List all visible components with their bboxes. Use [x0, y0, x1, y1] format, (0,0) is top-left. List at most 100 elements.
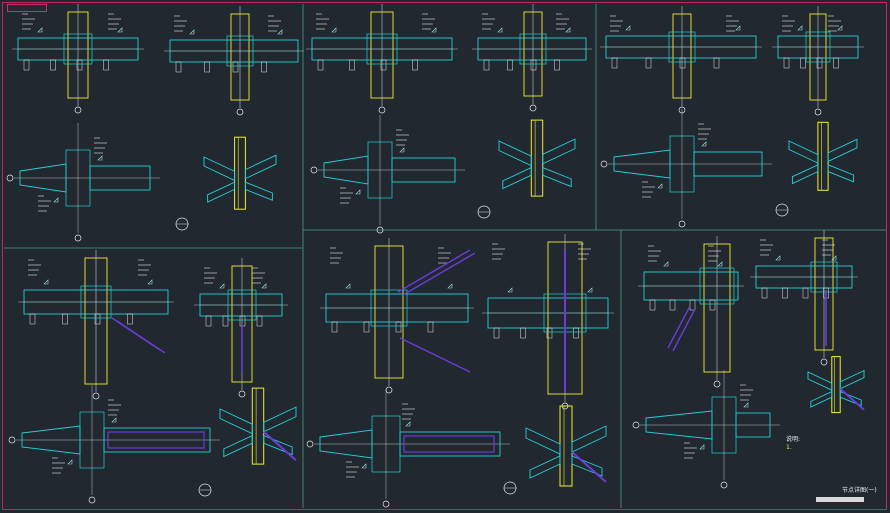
bolt-plate: [493, 327, 500, 339]
notes-heading: 说明:: [786, 436, 801, 443]
weld-symbol-icon: [277, 29, 283, 35]
bolt-plate: [645, 57, 652, 69]
weld-symbol-icon: [797, 25, 803, 31]
column-axis-bubble-icon: [306, 440, 314, 448]
column-axis-bubble-icon: [6, 174, 14, 182]
diaphragm: [805, 31, 831, 63]
column-3d: [251, 387, 265, 465]
weld-symbol-icon: [97, 155, 103, 161]
beam-3d: [827, 164, 855, 183]
sheet-number: [816, 497, 864, 502]
weld-symbol-icon: [699, 444, 705, 450]
bolt-plate: [816, 57, 823, 69]
brace-member: [399, 337, 471, 373]
bolt-plate: [94, 313, 101, 325]
column-axis-bubble-icon: [820, 358, 828, 366]
weld-symbol-icon: [117, 27, 123, 33]
bolt-plate: [782, 287, 788, 299]
brace-member: [672, 308, 696, 352]
weld-symbol-icon: [837, 25, 843, 31]
weld-symbol-icon: [831, 255, 837, 261]
bolt-plate: [679, 57, 686, 69]
bolt-plate: [23, 59, 30, 71]
beam-3d: [542, 138, 576, 165]
bolt-plate: [761, 287, 768, 299]
brace-member: [403, 435, 495, 453]
bolt-plate: [349, 59, 355, 71]
bolt-plate: [380, 59, 387, 71]
weld-symbol-icon: [497, 27, 503, 33]
bolt-plate: [317, 59, 324, 71]
beam-3d: [788, 140, 819, 164]
bolt-plate: [395, 321, 402, 333]
weld-symbol-icon: [37, 27, 43, 33]
bolt-plate: [204, 61, 210, 73]
bolt-plate: [530, 59, 537, 71]
beam-3d: [807, 371, 833, 391]
weld-symbol-icon: [147, 279, 153, 285]
weld-symbol-icon: [735, 25, 741, 31]
column-axis-bubble-icon: [678, 220, 686, 228]
bolt-plate: [611, 57, 618, 69]
bolt-plate: [175, 61, 182, 73]
brace-member: [402, 252, 476, 296]
column-axis-bubble-icon: [8, 436, 16, 444]
notes-text: 1.: [786, 444, 792, 451]
bolt-plate: [331, 321, 338, 333]
bolt-plate: [62, 313, 68, 325]
bolt-plate: [412, 59, 418, 71]
column-axis-bubble-icon: [92, 392, 100, 400]
beam-3d: [244, 181, 273, 201]
beam-3d: [529, 455, 561, 479]
column-axis-bubble-icon: [236, 108, 244, 116]
diaphragm: [226, 35, 254, 67]
bolt-plate: [713, 57, 720, 69]
brace-3d: [571, 451, 607, 483]
column-3d: [559, 405, 573, 487]
weld-symbol-icon: [775, 255, 781, 261]
weld-symbol-icon: [355, 189, 361, 195]
weld-symbol-icon: [67, 459, 73, 465]
column-axis-bubble-icon: [720, 481, 728, 489]
weld-symbol-icon: [663, 261, 669, 267]
brace-3d: [839, 388, 865, 411]
bolt-plate: [507, 59, 513, 71]
weld-symbol-icon: [345, 283, 351, 289]
bolt-plate: [256, 315, 263, 327]
bolt-plate: [649, 299, 656, 311]
title-block-tag: [7, 4, 47, 12]
brace-member: [116, 320, 166, 354]
beam-3d: [810, 390, 833, 408]
weld-symbol-icon: [331, 27, 337, 33]
beam-3d: [498, 140, 532, 167]
beam-3d: [791, 164, 819, 185]
column-axis-bubble-icon: [88, 496, 96, 504]
beam-3d: [263, 406, 297, 433]
diaphragm: [370, 289, 408, 327]
weld-symbol-icon: [701, 141, 707, 147]
bolt-plate: [689, 299, 696, 311]
bolt-plate: [520, 327, 526, 339]
beam-3d: [223, 434, 253, 458]
weld-symbol-icon: [53, 197, 59, 203]
column-3d: [817, 121, 829, 191]
bolt-plate: [546, 327, 553, 339]
bolt-plate: [783, 57, 790, 69]
weld-symbol-icon: [447, 283, 453, 289]
bolt-plate: [427, 321, 434, 333]
diaphragm: [80, 285, 112, 319]
weld-symbol-icon: [431, 27, 437, 33]
column-axis-bubble-icon: [376, 226, 384, 234]
bolt-plate: [554, 59, 560, 71]
bolt-plate: [483, 59, 490, 71]
brace-member: [397, 249, 471, 293]
beam-3d: [219, 408, 253, 435]
weld-symbol-icon: [743, 402, 749, 408]
weld-symbol-icon: [405, 421, 411, 427]
weld-symbol-icon: [399, 147, 405, 153]
weld-symbol-icon: [189, 29, 195, 35]
column-axis-bubble-icon: [600, 160, 608, 168]
bolt-plate: [800, 57, 806, 69]
